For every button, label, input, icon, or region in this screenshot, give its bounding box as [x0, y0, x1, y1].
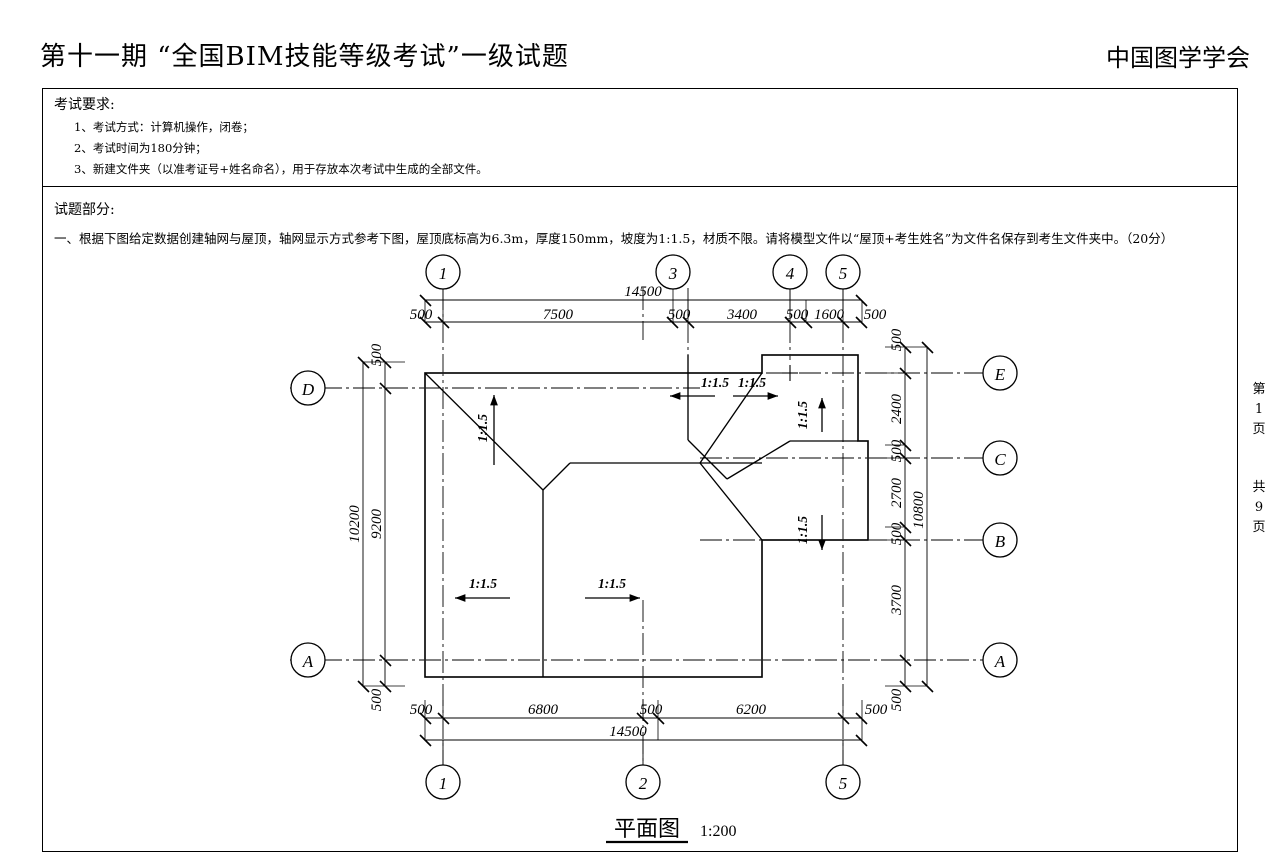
roof-hip-lines [424, 355, 858, 677]
slope-label-1: 1:1.5 [475, 414, 490, 442]
grid-label-top-1: 1 [439, 264, 448, 283]
slope-label-5: 1:1.5 [738, 375, 766, 390]
slope-label-3: 1:1.5 [598, 576, 626, 591]
page-total-unit: 页 [1252, 520, 1266, 535]
grid-bubble-left-D[interactable] [290, 370, 326, 406]
grid-bubble-bottom-2[interactable] [625, 764, 661, 800]
page-header: 第十一期 “全国BIM技能等级考试”一级试题 中国图学学会 [40, 36, 1250, 76]
grid-bubble-top-4[interactable] [772, 254, 808, 290]
organization-label: 中国图学学会 [1106, 44, 1250, 72]
page-current-unit: 页 [1252, 422, 1266, 437]
dim-top-6: 1600 [814, 307, 845, 323]
grid-label-top-5: 5 [839, 264, 848, 283]
question-1-text: 一、根据下图给定数据创建轴网与屋顶，轴网显示方式参考下图，屋顶底标高为6.3m，… [54, 231, 1174, 246]
dimension-top [419, 288, 868, 329]
dim-bottom-4: 6200 [736, 702, 767, 718]
dim-top-1: 500 [410, 307, 433, 323]
dimension-bottom [419, 700, 868, 747]
slope-label-4: 1:1.5 [701, 375, 729, 390]
grid-bubble-right-B[interactable] [982, 522, 1018, 558]
page-total-number: 9 [1254, 500, 1264, 515]
requirement-item-1: 1、考试方式：计算机操作，闭卷； [74, 120, 254, 134]
dimension-left [357, 356, 405, 693]
dim-left-overall: 10200 [347, 505, 363, 543]
page-total-mark: 共 9 页 [1246, 478, 1272, 538]
dim-top-3: 500 [668, 307, 691, 323]
questions-heading: 试题部分: [54, 202, 115, 218]
dim-right-4: 2700 [889, 478, 905, 509]
dim-top-2: 7500 [543, 307, 574, 323]
grid-lines [320, 288, 985, 775]
requirements-heading: 考试要求: [54, 97, 115, 113]
grid-label-bottom-5: 5 [839, 774, 848, 793]
page-total-label: 共 [1252, 480, 1266, 495]
dim-top-overall: 14500 [624, 284, 662, 300]
roof-perimeter [424, 354, 869, 678]
questions-box [42, 187, 1238, 852]
page-title: 第十一期 “全国BIM技能等级考试”一级试题 [40, 42, 569, 72]
dim-bottom-1: 500 [410, 702, 433, 718]
grid-label-left-D: D [301, 380, 315, 399]
grid-cross-mark [782, 365, 798, 381]
drawing-caption: 平面图 [614, 817, 680, 842]
grid-label-right-A: A [994, 652, 1006, 671]
grid-label-left-A: A [302, 652, 314, 671]
dim-bottom-5: 500 [865, 702, 888, 718]
dim-left-2: 9200 [369, 509, 385, 540]
requirement-item-3: 3、新建文件夹（以准考证号+姓名命名），用于存放本次考试中生成的全部文件。 [74, 162, 488, 176]
dim-right-7: 500 [889, 688, 905, 711]
dim-bottom-3: 500 [640, 702, 663, 718]
requirement-item-2: 2、考试时间为180分钟； [74, 141, 207, 155]
dim-top-7: 500 [864, 307, 887, 323]
page-current-label: 第 [1252, 382, 1266, 397]
grid-bubble-top-5[interactable] [825, 254, 861, 290]
grid-label-top-4: 4 [786, 264, 795, 283]
slope-label-2: 1:1.5 [469, 576, 497, 591]
dim-left-1: 500 [369, 343, 385, 366]
grid-label-right-E: E [994, 365, 1006, 384]
dim-right-3: 500 [889, 439, 905, 462]
slope-label-7: 1:1.5 [795, 516, 810, 544]
grid-label-right-B: B [995, 532, 1006, 551]
dim-top-4: 3400 [726, 307, 758, 323]
grid-bubble-top-3[interactable] [655, 254, 691, 290]
grid-bubbles [290, 254, 1018, 800]
dim-right-1: 500 [889, 328, 905, 351]
grid-bubble-left-A[interactable] [290, 642, 326, 678]
grid-bubble-right-C[interactable] [982, 440, 1018, 476]
dim-bottom-overall: 14500 [609, 724, 647, 740]
grid-label-top-3: 3 [668, 264, 678, 283]
grid-bubble-bottom-5[interactable] [825, 764, 861, 800]
grid-label-right-C: C [994, 450, 1006, 469]
grid-bubble-top-1[interactable] [425, 254, 461, 290]
dim-right-overall: 10800 [911, 491, 927, 529]
grid-label-bottom-2: 2 [639, 774, 648, 793]
dim-bottom-2: 6800 [528, 702, 559, 718]
grid-bubble-right-A[interactable] [982, 642, 1018, 678]
dimension-right [885, 341, 934, 693]
grid-bubble-bottom-1[interactable] [425, 764, 461, 800]
page-current-number: 1 [1254, 402, 1264, 417]
dim-left-3: 500 [369, 688, 385, 711]
drawing-scale: 1:200 [700, 823, 736, 840]
dim-right-6: 3700 [889, 585, 905, 617]
slope-arrows [455, 392, 826, 602]
dim-top-5: 500 [786, 307, 809, 323]
grid-bubble-right-E[interactable] [982, 355, 1018, 391]
dim-right-5: 500 [889, 522, 905, 545]
requirements-box [42, 88, 1238, 187]
slope-label-6: 1:1.5 [795, 401, 810, 429]
dim-right-2: 2400 [889, 394, 905, 425]
page-current-mark: 第 1 页 [1246, 380, 1272, 440]
grid-label-bottom-1: 1 [439, 774, 448, 793]
